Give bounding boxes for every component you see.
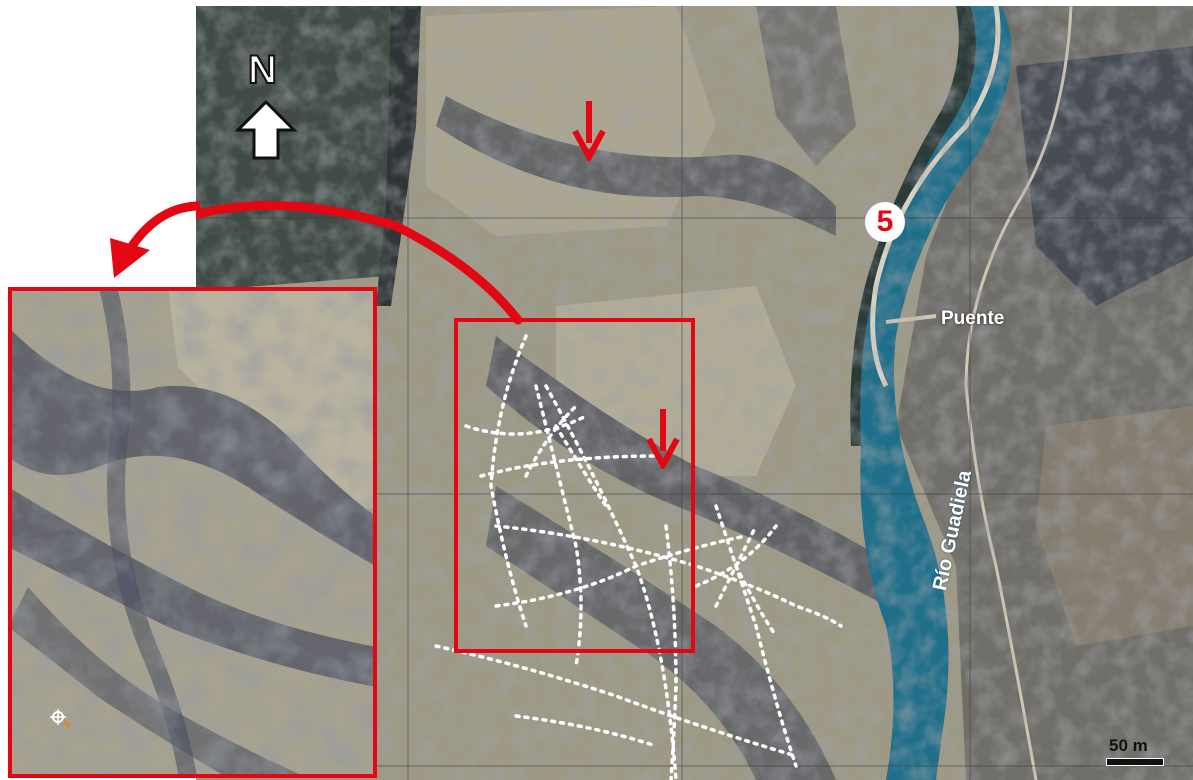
inset-source-frame (454, 318, 695, 653)
lineament-lines (434, 334, 843, 780)
inset-frame (8, 287, 377, 778)
red-arrow-icon (646, 409, 680, 469)
location-badge-icon[interactable]: 5 (865, 202, 905, 242)
red-curved-arrow-icon (196, 201, 523, 325)
red-arrowhead-icon (110, 238, 150, 278)
cursor-icon (50, 709, 72, 729)
bridge-label: Puente (941, 308, 1005, 329)
red-arrow-tail-icon (127, 201, 200, 251)
scale-bar-icon (1106, 758, 1164, 766)
north-arrow-icon (234, 99, 298, 160)
red-arrow-icon (572, 101, 606, 161)
inset-zoom-view[interactable] (8, 287, 377, 778)
map-terrain (196, 6, 1193, 780)
north-label: N (247, 47, 278, 93)
scale-label: 50 m (1109, 736, 1148, 755)
inset-terrain (8, 287, 377, 778)
aerial-map[interactable]: N 5 Puente Río Guadiela 50 m (196, 6, 1193, 780)
